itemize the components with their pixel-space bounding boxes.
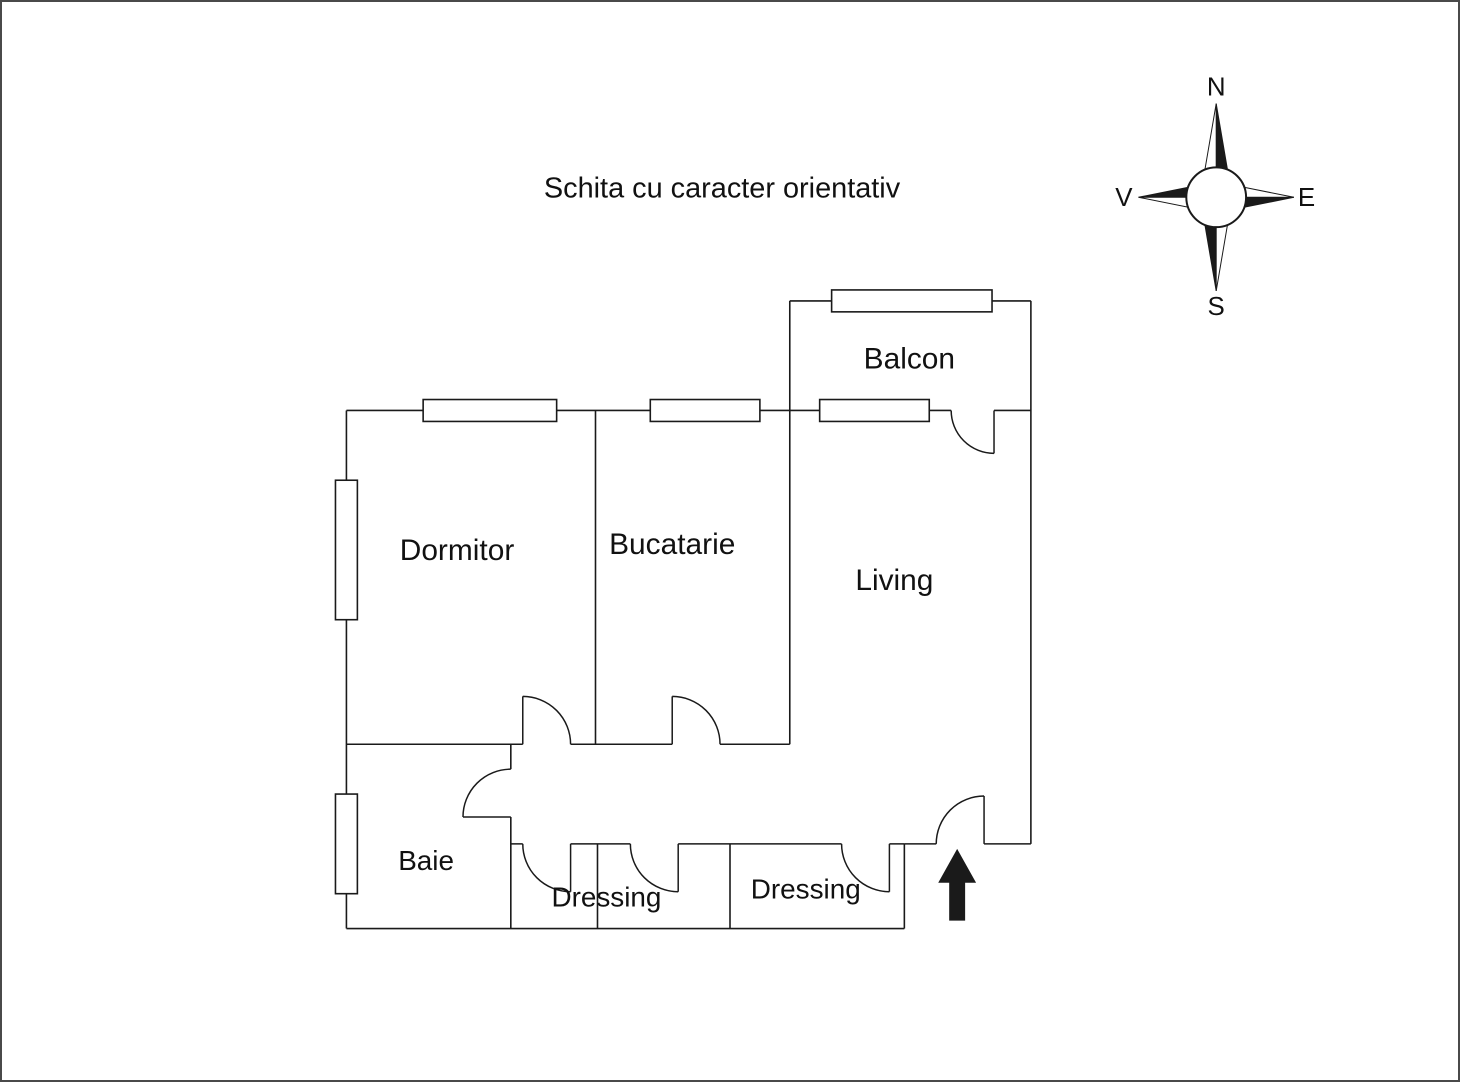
room-label-bucatarie: Bucatarie	[609, 528, 735, 561]
windows	[334, 289, 993, 895]
sheet-title: Schita cu caracter orientativ	[544, 172, 901, 204]
door-entrance	[935, 795, 985, 844]
room-label-living: Living	[855, 564, 933, 597]
room-label-dormitor: Dormitor	[400, 534, 515, 567]
window-balcon	[830, 289, 993, 313]
room-labels: Balcon Dormitor Bucatarie Living Baie Dr…	[398, 343, 955, 913]
door-living-balcon	[950, 410, 995, 455]
door-closet	[522, 843, 572, 893]
compass-label-north: N	[1207, 74, 1226, 102]
door-dressing-1	[629, 843, 679, 893]
window-dormitor-left	[334, 479, 359, 621]
door-dressing-2	[840, 843, 891, 893]
compass-label-east: E	[1298, 184, 1315, 212]
compass-label-west: V	[1115, 184, 1133, 212]
room-label-balcon: Balcon	[864, 343, 955, 376]
compass-rose-icon: N S E V	[1115, 74, 1315, 321]
doors	[462, 410, 995, 893]
entrance-arrow-icon	[938, 848, 977, 921]
window-dormitor-top	[422, 398, 558, 423]
window-baie-left	[334, 793, 359, 895]
compass-label-south: S	[1208, 293, 1225, 321]
room-label-dressing-2: Dressing	[751, 874, 861, 905]
door-baie	[462, 768, 511, 818]
window-living-balcon	[818, 398, 931, 423]
window-bucatarie-top	[649, 398, 761, 423]
compass-hub	[1185, 166, 1248, 229]
door-dormitor	[522, 695, 572, 745]
room-label-dressing-1: Dressing	[551, 882, 661, 913]
door-bucatarie	[671, 695, 721, 745]
room-label-baie: Baie	[398, 845, 454, 876]
walls	[345, 300, 1032, 930]
